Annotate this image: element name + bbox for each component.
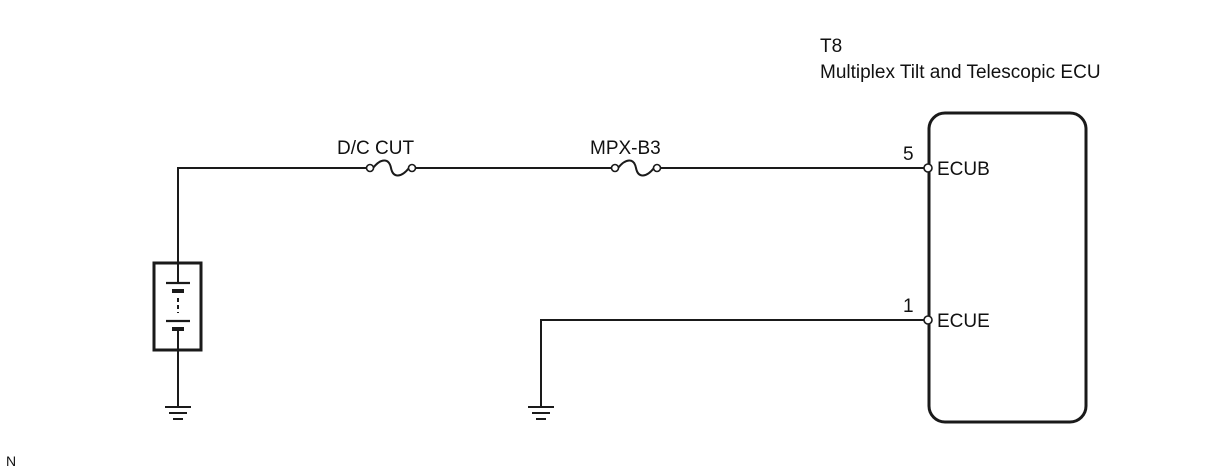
ecu-connector-code: T8 xyxy=(820,36,842,57)
pin-number: 5 xyxy=(903,144,914,165)
ground-icon xyxy=(165,406,191,420)
footer-code: N xyxy=(6,453,16,469)
pin-terminal-name: ECUE xyxy=(937,311,990,332)
ecu-box xyxy=(927,111,1088,424)
fuse-symbol xyxy=(617,159,655,177)
pin-terminal-name: ECUB xyxy=(937,159,990,180)
ground-wire xyxy=(540,319,924,407)
fuse-mpx-b3: MPX-B3 xyxy=(590,138,662,177)
power-wire xyxy=(177,167,924,262)
fuse-label: MPX-B3 xyxy=(590,138,661,159)
ecu-pin-ecub: 5 ECUB xyxy=(903,144,990,180)
pin-terminal xyxy=(923,315,933,325)
fuse-symbol xyxy=(372,159,410,177)
fuse-label: D/C CUT xyxy=(337,138,414,159)
pin-terminal xyxy=(923,163,933,173)
pin-number: 1 xyxy=(903,296,914,317)
fuse-dc-cut: D/C CUT xyxy=(337,138,417,177)
ecu-name: Multiplex Tilt and Telescopic ECU xyxy=(820,62,1101,83)
ecu-pin-ecue: 1 ECUE xyxy=(903,296,990,332)
ground-icon xyxy=(528,406,554,420)
battery-icon xyxy=(152,261,203,352)
